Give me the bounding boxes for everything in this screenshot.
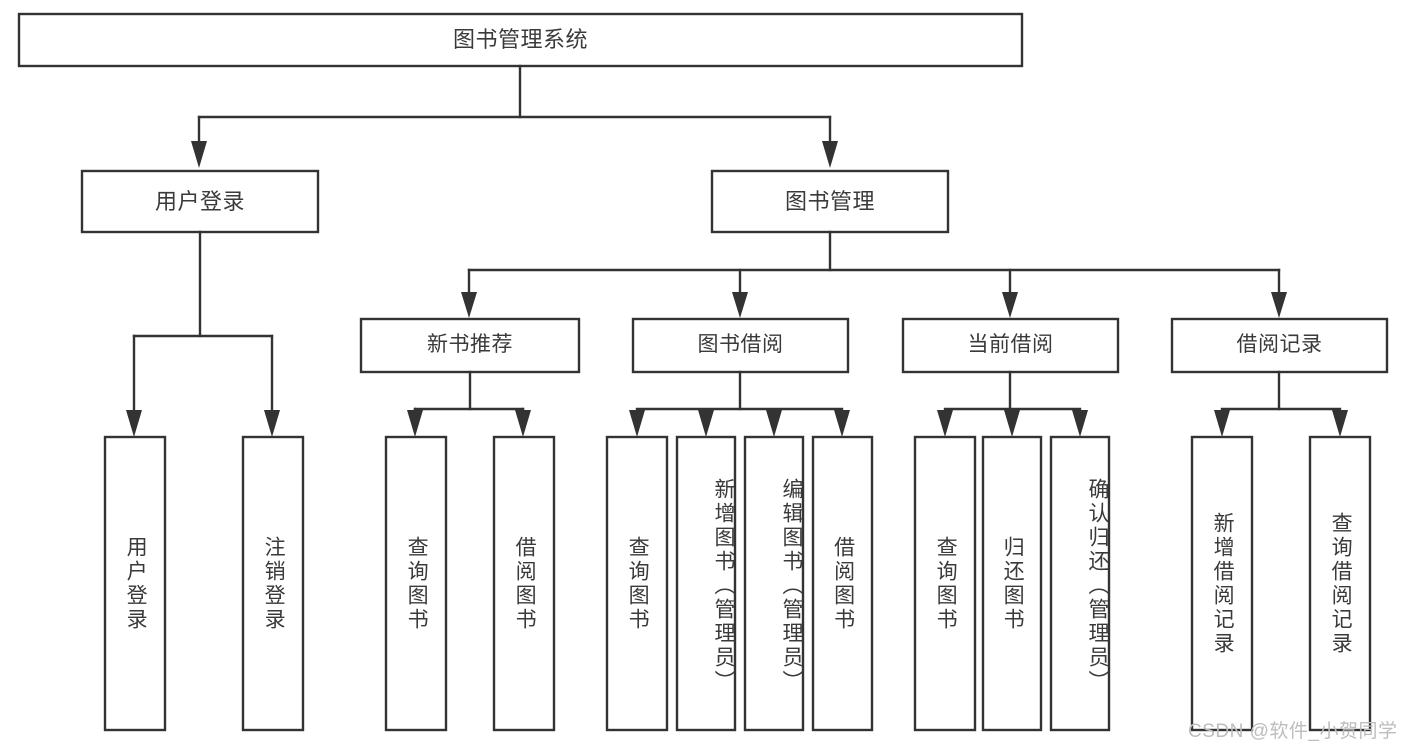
arrow-book-mgmt-to-borrow-record <box>1271 292 1287 318</box>
node-current-borrow-box[interactable] <box>901 317 1120 374</box>
leaf-box-user-login-2[interactable] <box>241 435 305 732</box>
leaf-box-book-borrow-1[interactable] <box>605 435 669 732</box>
arrow-current-borrow-leaf-3 <box>1072 410 1088 437</box>
arrow-new-book-leaf-2 <box>515 410 531 437</box>
leaf-box-book-borrow-2[interactable] <box>675 435 737 732</box>
leaf-box-borrow-record-2[interactable] <box>1308 435 1372 732</box>
leaf-box-user-login-1[interactable] <box>103 435 167 732</box>
node-book-mgmt-box[interactable] <box>710 169 950 234</box>
node-root-box[interactable] <box>17 12 1024 68</box>
arrow-book-borrow-leaf-2 <box>698 410 714 437</box>
node-borrow-record-box[interactable] <box>1170 317 1389 374</box>
leaf-box-current-borrow-2[interactable] <box>981 435 1043 732</box>
leaf-box-new-book-2[interactable] <box>492 435 556 732</box>
arrow-root-to-user-login <box>191 141 207 168</box>
arrow-book-borrow-leaf-1 <box>629 410 645 437</box>
arrow-book-borrow-leaf-4 <box>834 410 850 437</box>
leaf-box-book-borrow-3[interactable] <box>743 435 805 732</box>
arrow-user-login-leaf-1 <box>126 410 142 437</box>
leaf-box-current-borrow-1[interactable] <box>913 435 977 732</box>
arrow-current-borrow-leaf-2 <box>1004 410 1020 437</box>
watermark-text: CSDN @软件_小贺同学 <box>1188 721 1398 742</box>
arrow-current-borrow-leaf-1 <box>937 410 953 437</box>
node-book-borrow-box[interactable] <box>631 317 850 374</box>
leaf-box-book-borrow-4[interactable] <box>811 435 874 732</box>
arrow-borrow-record-leaf-2 <box>1332 410 1348 437</box>
arrow-book-mgmt-to-current-borrow <box>1002 292 1018 318</box>
leaf-box-borrow-record-1[interactable] <box>1190 435 1254 732</box>
node-user-login-box[interactable] <box>80 169 320 234</box>
arrow-new-book-leaf-1 <box>407 410 423 437</box>
arrow-book-mgmt-to-new-book <box>461 292 477 318</box>
arrow-root-to-book-mgmt <box>822 141 838 168</box>
arrow-user-login-leaf-2 <box>264 410 280 437</box>
leaf-box-current-borrow-3[interactable] <box>1049 435 1111 732</box>
node-new-book-box[interactable] <box>359 317 581 374</box>
arrow-book-mgmt-to-book-borrow <box>732 292 748 318</box>
arrow-book-borrow-leaf-3 <box>766 410 782 437</box>
arrow-borrow-record-leaf-1 <box>1214 410 1230 437</box>
leaf-box-new-book-1[interactable] <box>384 435 448 732</box>
